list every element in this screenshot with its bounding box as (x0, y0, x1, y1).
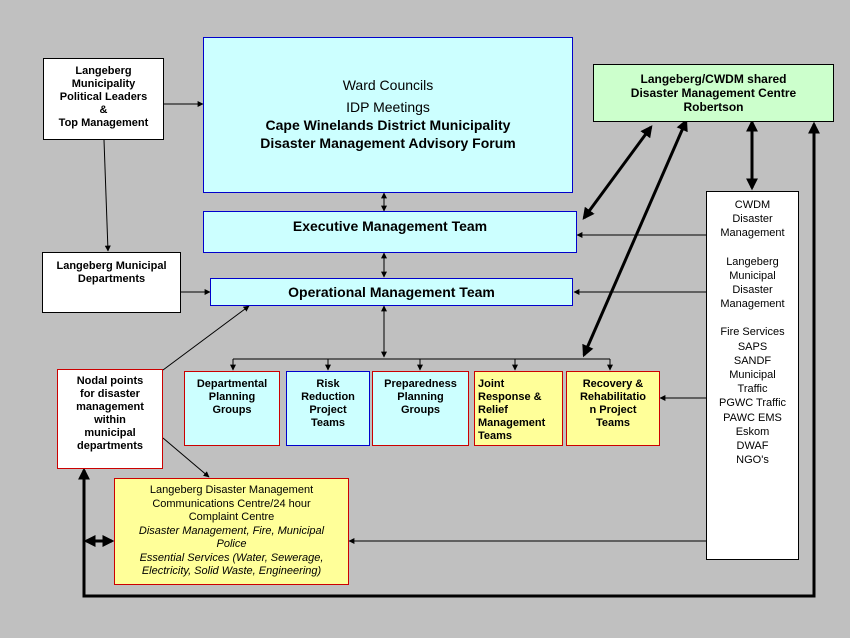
external-spacer-2 (707, 311, 798, 325)
risk-line-2: Reduction (301, 391, 355, 403)
nodal-line-2: for disaster (80, 388, 140, 400)
comms-italic-4: Electricity, Solid Waste, Engineering) (141, 565, 322, 577)
ward-line-3: Cape Winelands District Municipality (265, 117, 511, 133)
shared-line-3: Robertson (683, 100, 744, 114)
external-line-11: SAPS (737, 340, 768, 353)
nodal-line-1: Nodal points (76, 375, 144, 387)
risk-line-4: Teams (310, 417, 346, 429)
joint-line-1: Joint (478, 378, 505, 390)
thick-arrow-shared-joint (582, 118, 688, 358)
nodal-line-6: departments (76, 440, 144, 452)
shared-centre-box: Langeberg/CWDM shared Disaster Managemen… (593, 64, 834, 122)
comms-line-2: Communications Centre/24 hour (152, 497, 311, 510)
preparedness-planning-box: Preparedness Planning Groups (372, 371, 469, 446)
comms-italic-3: Essential Services (Water, Sewerage, (139, 551, 324, 564)
risk-line-3: Project (309, 404, 347, 416)
operational-team-box: Operational Management Team (210, 278, 573, 306)
political-leaders-box: Langeberg Municipality Political Leaders… (43, 58, 164, 140)
external-line-19: NGO's (736, 454, 769, 467)
external-line-14: Traffic (737, 383, 768, 396)
departmental-planning-box: Departmental Planning Groups (184, 371, 280, 446)
risk-reduction-box: Risk Reduction Project Teams (286, 371, 370, 446)
preparedness-line-3: Groups (400, 404, 441, 416)
external-line-3: Management (720, 227, 785, 240)
municipal-departments-box: Langeberg Municipal Departments (42, 252, 181, 313)
external-line-7: Disaster (732, 284, 773, 297)
political-line-1: Langeberg (75, 65, 132, 77)
recovery-rehabilitation-box: Recovery & Rehabilitatio n Project Teams (566, 371, 660, 446)
recovery-line-3: n Project (589, 404, 637, 416)
dept-planning-line-3: Groups (212, 404, 252, 416)
external-line-10: Fire Services (720, 326, 785, 339)
shared-line-2: Disaster Management Centre (630, 86, 797, 100)
preparedness-line-2: Planning (397, 391, 444, 403)
external-line-18: DWAF (736, 440, 769, 453)
external-line-6: Municipal (729, 269, 776, 282)
ward-line-2: IDP Meetings (346, 99, 430, 115)
external-line-17: Eskom (735, 425, 770, 438)
joint-line-2: Response & (478, 391, 542, 403)
external-spacer-1 (707, 241, 798, 255)
joint-response-box: Joint Response & Relief Management Teams (474, 371, 563, 446)
external-line-8: Management (720, 298, 785, 311)
departments-line-2: Departments (77, 273, 146, 285)
recovery-line-1: Recovery & (582, 378, 644, 390)
arrow-political-to-departments (103, 139, 111, 252)
comms-italic-1: Disaster Management, Fire, Municipal (138, 524, 325, 537)
ward-line-4: Disaster Management Advisory Forum (260, 135, 516, 151)
comms-line-1: Langeberg Disaster Management (149, 484, 314, 496)
communications-centre-box: Langeberg Disaster Management Communicat… (114, 478, 349, 585)
arrow-nodal-to-operational (162, 305, 250, 371)
external-line-12: SANDF (733, 354, 772, 367)
risk-line-1: Risk (316, 378, 340, 390)
comms-italic-2: Police (216, 538, 247, 550)
joint-line-5: Teams (478, 430, 513, 442)
political-line-5: Top Management (58, 117, 149, 129)
external-line-15: PGWC Traffic (718, 397, 787, 410)
departments-line-1: Langeberg Municipal (56, 260, 167, 272)
political-line-4: & (99, 104, 108, 116)
ward-line-1: Ward Councils (342, 77, 434, 93)
nodal-line-5: municipal (84, 427, 136, 439)
executive-label: Executive Management Team (292, 218, 488, 234)
ward-councils-box: Ward Councils IDP Meetings Cape Wineland… (203, 37, 573, 193)
external-line-16: PAWC EMS (723, 411, 782, 424)
external-line-1: CWDM (734, 199, 771, 211)
nodal-points-box: Nodal points for disaster management wit… (57, 369, 163, 469)
recovery-line-4: Teams (595, 417, 631, 429)
external-line-2: Disaster (732, 213, 773, 226)
dept-planning-line-2: Planning (208, 391, 256, 403)
joint-line-3: Relief (478, 404, 508, 416)
political-line-2: Municipality (71, 78, 136, 90)
nodal-line-3: management (76, 401, 144, 413)
preparedness-line-1: Preparedness (384, 378, 457, 390)
shared-line-1: Langeberg/CWDM shared (640, 72, 787, 86)
dept-planning-line-1: Departmental (196, 378, 268, 390)
operational-label: Operational Management Team (288, 284, 495, 300)
political-line-3: Political Leaders (59, 91, 148, 103)
comms-line-3: Complaint Centre (188, 511, 275, 523)
recovery-line-2: Rehabilitatio (579, 391, 646, 403)
executive-team-box: Executive Management Team (203, 211, 577, 253)
joint-line-4: Management (478, 417, 546, 429)
external-agencies-box: CWDM Disaster Management Langeberg Munic… (706, 191, 799, 560)
external-line-13: Municipal (729, 369, 776, 382)
nodal-line-4: within (94, 414, 126, 426)
external-line-5: Langeberg (726, 255, 779, 268)
thick-arrow-shared-executive (582, 125, 653, 220)
